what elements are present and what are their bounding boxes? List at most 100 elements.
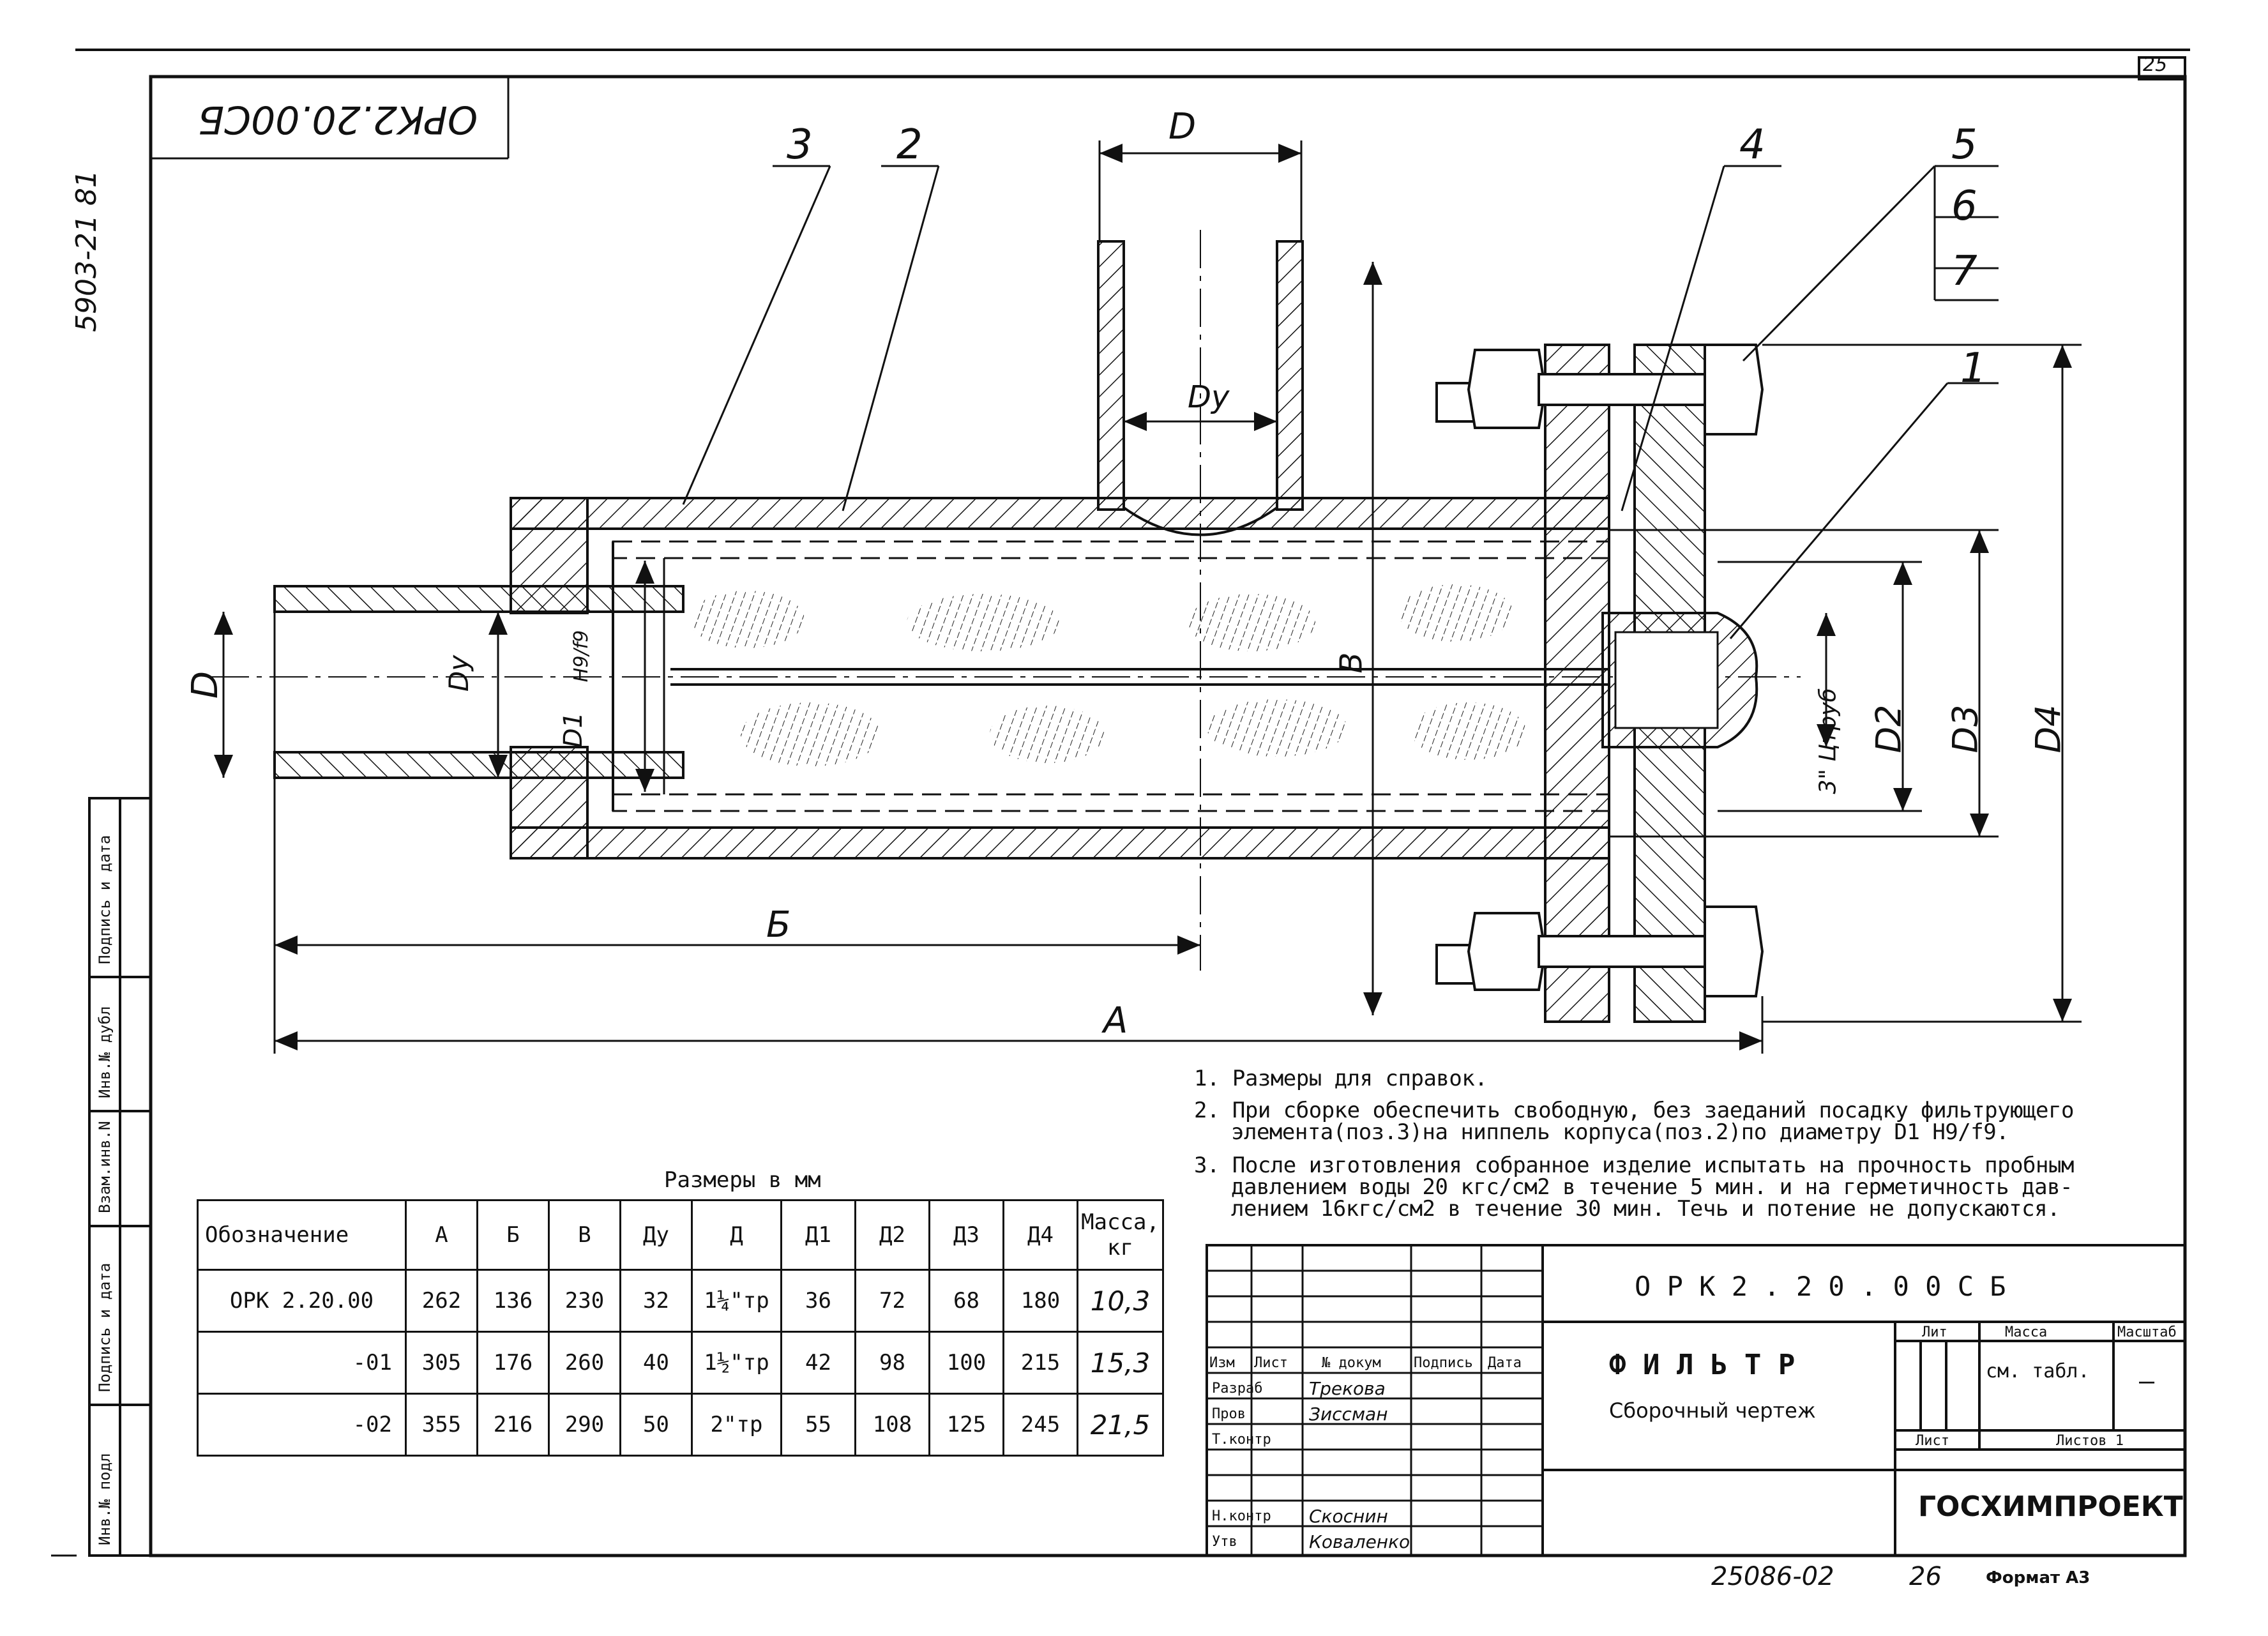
position-6: 6 bbox=[1951, 183, 1977, 230]
dim-label-thread: 3" Цтруб bbox=[1815, 688, 1841, 794]
footer-page: 26 bbox=[1909, 1562, 1942, 1591]
label-scale: Масштаб bbox=[2117, 1324, 2177, 1340]
title-block-frame bbox=[1206, 1244, 2186, 1557]
th-mass: Масса, кг bbox=[1077, 1199, 1164, 1271]
outlet-pipe-left bbox=[1097, 240, 1125, 511]
cell: 42 bbox=[780, 1331, 856, 1395]
cell: 55 bbox=[780, 1393, 856, 1457]
note-3a: 3. После изготовления собранное изделие … bbox=[1194, 1153, 2074, 1178]
position-4: 4 bbox=[1739, 121, 1765, 169]
note-1: 1. Размеры для справок. bbox=[1194, 1066, 1488, 1091]
cell: ОРК 2.20.00 bbox=[197, 1269, 407, 1333]
cell: 260 bbox=[548, 1331, 621, 1395]
dim-label-fit: H9/f9 bbox=[570, 630, 593, 683]
dimension-table: Обозначение А Б В Ду Д Д1 Д2 Д3 Д4 Масса… bbox=[197, 1199, 1164, 1457]
role-norm-control: Н.контр bbox=[1212, 1508, 1271, 1524]
dim-label-Dy-inlet: Dy bbox=[443, 655, 475, 692]
cell: 68 bbox=[928, 1269, 1004, 1333]
doc-code-box bbox=[149, 75, 510, 160]
cell: 290 bbox=[548, 1393, 621, 1457]
cell: 180 bbox=[1002, 1269, 1078, 1333]
rh-doc: № докум bbox=[1322, 1355, 1381, 1371]
dim-label-D2: D2 bbox=[1868, 704, 1909, 754]
role-tech-control: Т.контр bbox=[1212, 1432, 1271, 1448]
stamp-sign-date-1: Подпись и дата bbox=[96, 1262, 114, 1392]
title-designation: О Р К 2 . 2 0 . 0 0 С Б bbox=[1635, 1271, 2006, 1302]
cell: 15,3 bbox=[1077, 1331, 1164, 1395]
role-checker: Пров bbox=[1212, 1406, 1246, 1422]
position-2: 2 bbox=[896, 121, 923, 169]
doc-code-inverted: ОРК2.20.00СБ bbox=[198, 97, 478, 142]
th-D4: Д4 bbox=[1002, 1199, 1078, 1271]
role-approver: Утв bbox=[1212, 1534, 1237, 1550]
rh-list: Лист bbox=[1254, 1355, 1288, 1371]
bolt-top bbox=[1435, 344, 1764, 436]
th-designation: Обозначение bbox=[197, 1199, 407, 1271]
table-header-row: Обозначение А Б В Ду Д Д1 Д2 Д3 Д4 Масса… bbox=[197, 1199, 1164, 1271]
dim-label-D3: D3 bbox=[1945, 704, 1986, 754]
note-3b: давлением воды 20 кгс/см2 в течение 5 ми… bbox=[1231, 1174, 2073, 1200]
role-developer: Разраб bbox=[1212, 1381, 1263, 1397]
label-sheet: Лист bbox=[1916, 1433, 1949, 1449]
cell: -02 bbox=[197, 1393, 407, 1457]
title-name: Ф И Л Ь Т Р bbox=[1609, 1349, 1796, 1381]
cell: 1¼"тр bbox=[691, 1269, 782, 1333]
cell: -01 bbox=[197, 1331, 407, 1395]
corner-number-box bbox=[2138, 56, 2186, 80]
cell: 245 bbox=[1002, 1393, 1078, 1457]
th-D1: Д1 bbox=[780, 1199, 856, 1271]
dim-label-D4: D4 bbox=[2028, 704, 2069, 754]
dim-label-D1: D1 bbox=[559, 711, 589, 748]
label-mass: Масса bbox=[2005, 1324, 2048, 1340]
filter-element-bottom bbox=[612, 793, 1610, 812]
cell: 215 bbox=[1002, 1331, 1078, 1395]
scale-value: — bbox=[2139, 1367, 2155, 1396]
name-developer: Трекова bbox=[1309, 1378, 1386, 1399]
mass-value: см. табл. bbox=[1986, 1360, 2090, 1382]
cell: 40 bbox=[619, 1331, 693, 1395]
cell: 36 bbox=[780, 1269, 856, 1333]
dim-label-B: B bbox=[1333, 652, 1370, 674]
inlet-pipe-top bbox=[273, 585, 684, 613]
table-row: -01 305 176 260 40 1½"тр 42 98 100 215 1… bbox=[197, 1331, 1164, 1395]
name-norm-control: Скоснин bbox=[1309, 1506, 1388, 1527]
corner-number: 25 bbox=[2143, 54, 2168, 76]
table-row: -02 355 216 290 50 2"тр 55 108 125 245 2… bbox=[197, 1393, 1164, 1457]
position-7: 7 bbox=[1951, 248, 1977, 295]
table-row: ОРК 2.20.00 262 136 230 32 1¼"тр 36 72 6… bbox=[197, 1269, 1164, 1333]
housing-bottom-wall bbox=[510, 826, 1610, 860]
dim-label-top-D: D bbox=[1168, 106, 1197, 148]
cell: 50 bbox=[619, 1393, 693, 1457]
cell: 355 bbox=[405, 1393, 478, 1457]
rh-date: Дата bbox=[1488, 1355, 1522, 1371]
flange-body bbox=[1544, 344, 1610, 1023]
cell: 32 bbox=[619, 1269, 693, 1333]
note-3c: лением 16кгс/см2 в течение 30 мин. Течь … bbox=[1231, 1196, 2060, 1222]
label-lit: Лит bbox=[1922, 1324, 1947, 1340]
note-2b: элемента(поз.3)на ниппель корпуса(поз.2)… bbox=[1231, 1119, 2009, 1145]
th-D: Д bbox=[691, 1199, 782, 1271]
cell: 72 bbox=[854, 1269, 930, 1333]
side-code: 5903-21 81 bbox=[70, 170, 103, 332]
housing-top-wall bbox=[510, 497, 1610, 530]
stamp-inv-orig: Инв.№ подл bbox=[96, 1453, 114, 1546]
position-5: 5 bbox=[1951, 121, 1977, 169]
inlet-pipe-bottom bbox=[273, 751, 684, 779]
position-3: 3 bbox=[787, 121, 813, 169]
cell: 136 bbox=[476, 1269, 550, 1333]
footer-format: Формат А3 bbox=[1986, 1568, 2090, 1587]
dimension-lines bbox=[214, 140, 2082, 1054]
cell: 305 bbox=[405, 1331, 478, 1395]
cell: 100 bbox=[928, 1331, 1004, 1395]
name-checker: Зиссман bbox=[1309, 1404, 1388, 1425]
footer-code: 25086-02 bbox=[1711, 1562, 1834, 1591]
filter-mesh bbox=[690, 584, 1526, 766]
table-caption: Размеры в мм bbox=[664, 1167, 821, 1193]
cell: 262 bbox=[405, 1269, 478, 1333]
cell: 108 bbox=[854, 1393, 930, 1457]
th-Dy: Ду bbox=[619, 1199, 693, 1271]
position-1: 1 bbox=[1960, 345, 1986, 392]
cell: 98 bbox=[854, 1331, 930, 1395]
